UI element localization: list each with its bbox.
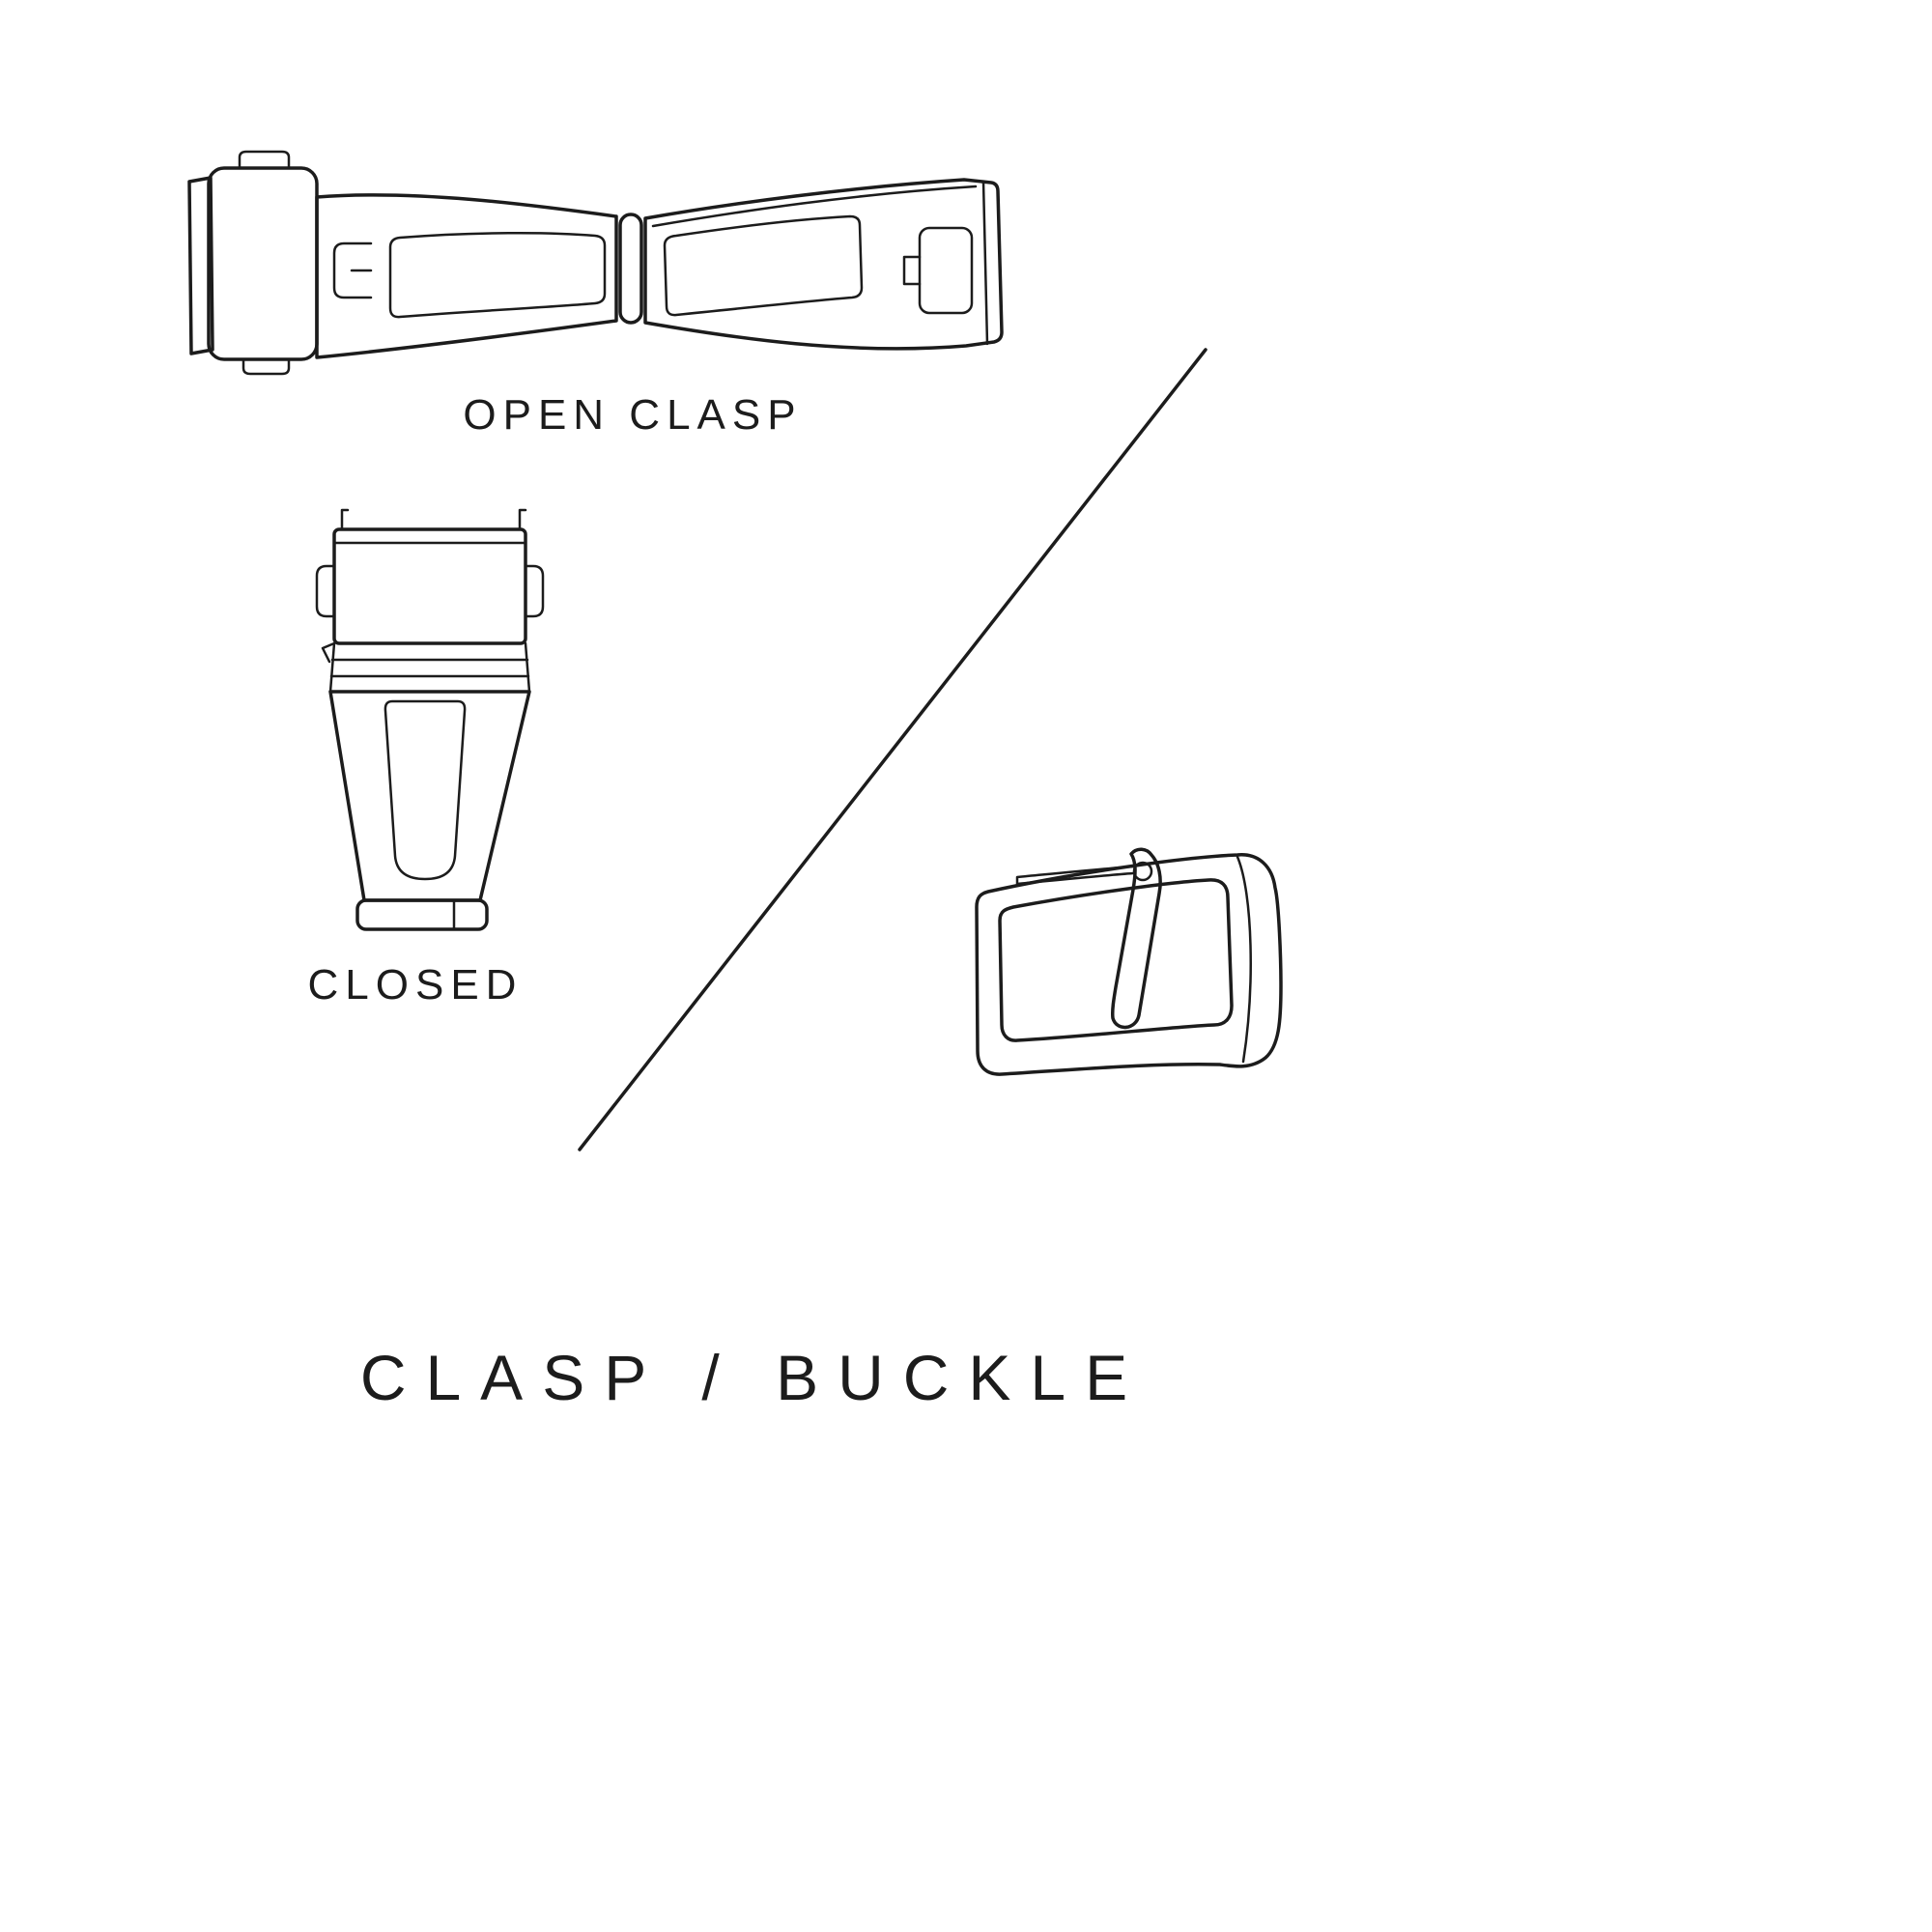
right-blade-end-seam	[981, 180, 989, 346]
closed-clasp-bottom-bar	[355, 898, 489, 931]
buckle-illustration	[975, 847, 1283, 1076]
closed-clasp-illustration	[315, 508, 545, 931]
closed-clasp-right-prong	[518, 508, 527, 531]
page-title: CLASP / BUCKLE	[359, 1342, 1148, 1413]
buckle-frame-outer	[975, 853, 1283, 1076]
closed-clasp-label: CLOSED	[307, 961, 524, 1009]
closed-clasp-left-ear	[315, 564, 336, 618]
buckle-pin	[1015, 865, 1135, 886]
closed-clasp-band-sides	[328, 641, 531, 694]
endlink-bottom-tab	[242, 357, 291, 376]
closed-clasp-fold-corner	[321, 641, 336, 664]
closed-clasp-drawing	[315, 508, 545, 931]
closed-clasp-right-ear	[524, 564, 545, 618]
open-clasp-label: OPEN CLASP	[463, 391, 803, 439]
closed-clasp-band-lines	[329, 658, 530, 678]
right-blade-outline	[643, 178, 1004, 351]
right-blade-catch	[918, 226, 974, 315]
endlink-body	[207, 166, 319, 361]
endlink-side-bar	[187, 176, 214, 355]
diagonal-divider	[578, 348, 1208, 1151]
buckle-drawing	[975, 847, 1283, 1076]
closed-clasp-top-box	[332, 527, 527, 645]
divider-line	[578, 348, 1208, 1151]
open-clasp-left-blade	[315, 193, 618, 359]
left-blade-outline	[315, 193, 618, 359]
endlink-top-tab	[238, 150, 291, 170]
closed-clasp-left-prong	[340, 508, 350, 531]
closed-clasp-body-inner	[384, 699, 467, 881]
buckle-frame-thickness	[1236, 855, 1252, 1064]
right-blade-top-edge	[651, 185, 978, 228]
open-clasp-right-blade	[643, 178, 1004, 351]
left-blade-hook	[332, 242, 373, 299]
open-clasp-hinge	[618, 213, 643, 325]
closed-clasp-body	[328, 690, 531, 902]
left-blade-inner-outline	[388, 231, 607, 319]
open-clasp-illustration	[187, 150, 1004, 376]
buckle-prong	[1111, 847, 1162, 1030]
buckle-opening	[998, 878, 1234, 1042]
open-clasp-left-endlink	[187, 150, 319, 376]
right-blade-catch-tab	[902, 255, 922, 286]
right-blade-inner-outline	[663, 214, 864, 317]
